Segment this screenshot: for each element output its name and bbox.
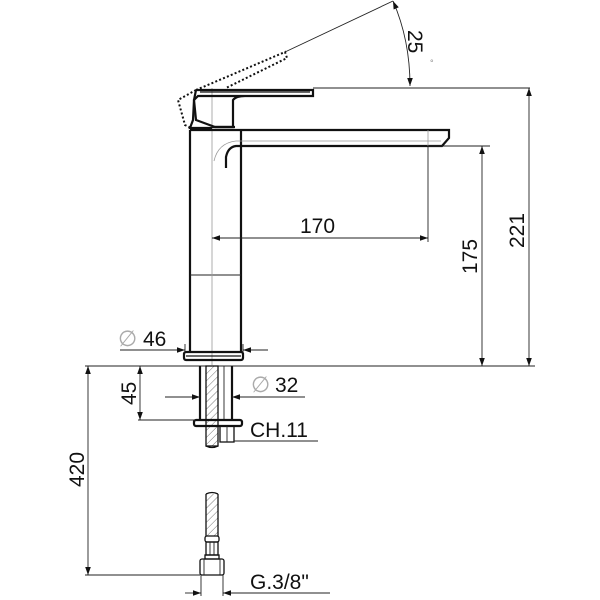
base-diameter-value: 46	[143, 328, 166, 351]
shank-diameter-value: 32	[275, 374, 298, 397]
dim-total-height: 221	[506, 88, 532, 366]
mounting-shank	[192, 365, 244, 447]
lever-handle	[188, 88, 315, 130]
spout-reach-value: 170	[300, 215, 335, 238]
dim-base-diameter: ∅ 46	[118, 327, 268, 353]
deck-thickness-value: 45	[118, 382, 141, 405]
spout	[213, 128, 451, 168]
dim-deck-thickness: 45	[118, 366, 196, 421]
lever-angle-value: 25	[403, 30, 426, 53]
dim-connection-thread: G.3/8"	[185, 571, 330, 596]
dim-hose-length: 420	[66, 366, 200, 576]
diameter-symbol: ∅	[251, 373, 270, 398]
dim-lever-angle: 25 °	[313, 0, 530, 89]
lever-handle-open-position	[176, 0, 394, 129]
nut-size-value: CH.11	[250, 419, 308, 442]
dim-spout-height: 175	[428, 145, 490, 366]
spout-height-value: 175	[459, 239, 482, 274]
dim-shank-diameter: ∅ 32	[165, 373, 305, 400]
flex-hose	[199, 445, 225, 576]
diameter-symbol: ∅	[118, 327, 137, 352]
mixer-body	[182, 88, 245, 365]
connection-thread-value: G.3/8"	[250, 571, 309, 594]
dim-nut-size: CH.11	[234, 419, 318, 442]
total-height-value: 221	[506, 213, 529, 248]
dim-spout-reach: 170	[212, 146, 429, 242]
hose-length-value: 420	[66, 452, 89, 487]
degree-symbol: °	[430, 58, 434, 68]
